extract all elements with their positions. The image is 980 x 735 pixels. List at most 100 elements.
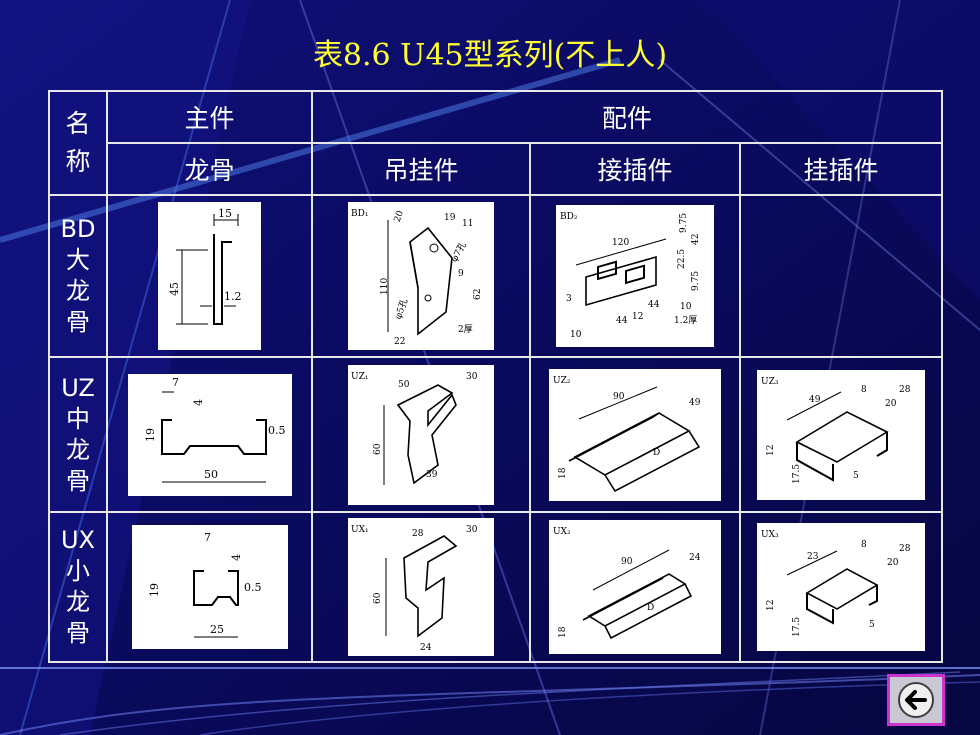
back-arrow-icon	[898, 682, 934, 718]
svg-text:42: 42	[691, 234, 701, 245]
svg-text:45: 45	[168, 282, 181, 296]
row-char: 大	[66, 246, 90, 275]
svg-text:62: 62	[473, 289, 483, 300]
svg-text:7: 7	[204, 531, 211, 544]
svg-text:18: 18	[558, 467, 568, 479]
svg-text:110: 110	[380, 278, 390, 295]
svg-text:BD₁: BD₁	[351, 209, 368, 219]
svg-text:12: 12	[766, 444, 776, 455]
svg-text:UZ₂: UZ₂	[553, 376, 571, 386]
svg-text:BD₂: BD₂	[560, 212, 578, 222]
svg-text:24: 24	[689, 553, 701, 563]
svg-text:22: 22	[394, 337, 405, 347]
svg-text:9.75: 9.75	[691, 271, 701, 291]
back-button[interactable]	[887, 674, 945, 726]
svg-text:49: 49	[809, 395, 821, 405]
svg-text:50: 50	[204, 468, 218, 481]
svg-text:2厚: 2厚	[458, 324, 473, 335]
svg-text:49: 49	[689, 398, 701, 408]
svg-text:90: 90	[613, 392, 625, 402]
uz-hanger-drawing: UZ₁ 50 30 60 39	[348, 364, 494, 505]
svg-text:24: 24	[420, 643, 432, 653]
row-char: 龙	[66, 435, 90, 464]
svg-text:12: 12	[632, 312, 643, 322]
svg-text:23: 23	[807, 552, 819, 562]
column-header-connector: 接插件	[529, 142, 741, 197]
ux-keel-drawing: 7 4 19 0.5 25	[131, 524, 288, 649]
svg-text:0.5: 0.5	[244, 581, 262, 594]
uz-hanger-cell: UZ₁ 50 30 60 39	[311, 356, 531, 513]
column-header-keel: 龙骨	[106, 142, 313, 197]
row-char: 骨	[66, 466, 90, 495]
bd-hanger-cell: BD₁ 20 19 11 φ7孔 9 110 φ5孔 62 22 2厚	[311, 194, 531, 359]
row-char: 中	[66, 404, 90, 433]
column-header-clip: 挂插件	[738, 142, 944, 197]
row-label-ux: UX 小 龙 骨	[48, 510, 108, 664]
svg-text:4: 4	[192, 399, 205, 406]
svg-text:20: 20	[393, 209, 406, 223]
ux-clip-cell: UX₃ 23 8 28 20 12 17.5 5	[738, 510, 944, 664]
svg-text:7: 7	[172, 376, 179, 389]
spec-table: 名 称 主件 配件 龙骨 吊挂件 接插件 挂插件 BD 大 龙 骨 15	[48, 89, 944, 664]
svg-text:φ7孔: φ7孔	[449, 241, 469, 265]
row-char: 骨	[66, 618, 90, 647]
row-label-uz: UZ 中 龙 骨	[48, 356, 108, 513]
ux-keel-cell: 7 4 19 0.5 25	[106, 510, 313, 664]
svg-text:UZ₁: UZ₁	[351, 372, 368, 382]
svg-text:8: 8	[861, 540, 867, 550]
row-char: 龙	[66, 277, 90, 306]
svg-text:120: 120	[612, 238, 629, 248]
uz-connector-drawing: UZ₂ 90 49 18 D	[549, 368, 721, 501]
accessory-header: 配件	[310, 89, 944, 145]
row-code: UX	[60, 525, 95, 554]
row-char: 龙	[66, 587, 90, 616]
row-code: BD	[60, 215, 96, 244]
svg-text:9: 9	[458, 269, 464, 279]
bd-keel-cell: 15 45 1.2	[106, 194, 313, 359]
svg-text:4: 4	[230, 554, 243, 561]
bd-clip-cell-empty	[738, 194, 944, 359]
svg-text:60: 60	[373, 443, 383, 455]
uz-clip-cell: UZ₃ 49 8 28 20 12 17.5 5	[738, 356, 944, 513]
ux-clip-drawing: UX₃ 23 8 28 20 12 17.5 5	[757, 522, 926, 651]
svg-text:0.5: 0.5	[268, 424, 286, 437]
bd-hanger-drawing: BD₁ 20 19 11 φ7孔 9 110 φ5孔 62 22 2厚	[348, 202, 494, 351]
svg-text:44: 44	[616, 316, 628, 326]
svg-text:1.2: 1.2	[224, 290, 242, 303]
svg-text:25: 25	[210, 623, 224, 636]
svg-text:19: 19	[144, 428, 157, 442]
bd-keel-drawing: 15 45 1.2	[158, 202, 261, 351]
column-header-hanger: 吊挂件	[311, 142, 531, 197]
svg-text:18: 18	[558, 626, 568, 638]
svg-text:8: 8	[861, 385, 867, 395]
svg-text:15: 15	[218, 207, 232, 220]
svg-text:28: 28	[412, 529, 424, 539]
svg-text:D: D	[653, 448, 660, 458]
ux-connector-cell: UX₂ 90 24 18 D	[529, 510, 741, 664]
svg-text:11: 11	[462, 219, 473, 229]
svg-text:28: 28	[899, 544, 911, 554]
row-char: 小	[66, 556, 90, 585]
svg-text:17.5: 17.5	[792, 617, 802, 637]
row-label-bd: BD 大 龙 骨	[48, 194, 108, 359]
ux-connector-drawing: UX₂ 90 24 18 D	[549, 519, 721, 654]
svg-text:17.5: 17.5	[792, 463, 802, 483]
main-part-header: 主件	[106, 89, 313, 145]
svg-text:30: 30	[466, 372, 478, 382]
svg-text:φ5孔: φ5孔	[393, 298, 411, 322]
svg-text:19: 19	[444, 213, 456, 223]
svg-text:D: D	[647, 603, 654, 613]
svg-text:10: 10	[680, 302, 692, 312]
name-header-char: 称	[65, 147, 91, 177]
svg-text:30: 30	[466, 525, 478, 535]
uz-connector-cell: UZ₂ 90 49 18 D	[529, 356, 741, 513]
bd-connector-drawing: BD₂ 120 9.75 42 22.5 9.75 44 12 44 10 10…	[556, 205, 714, 348]
row-code: UZ	[61, 373, 95, 402]
svg-text:28: 28	[899, 385, 911, 395]
svg-text:UX₁: UX₁	[351, 525, 369, 535]
svg-text:9.75: 9.75	[679, 213, 689, 233]
svg-text:50: 50	[398, 380, 410, 390]
svg-text:60: 60	[373, 592, 383, 604]
uz-clip-drawing: UZ₃ 49 8 28 20 12 17.5 5	[757, 369, 926, 500]
slide-title: 表8.6 U45型系列(不上人)	[312, 38, 668, 73]
